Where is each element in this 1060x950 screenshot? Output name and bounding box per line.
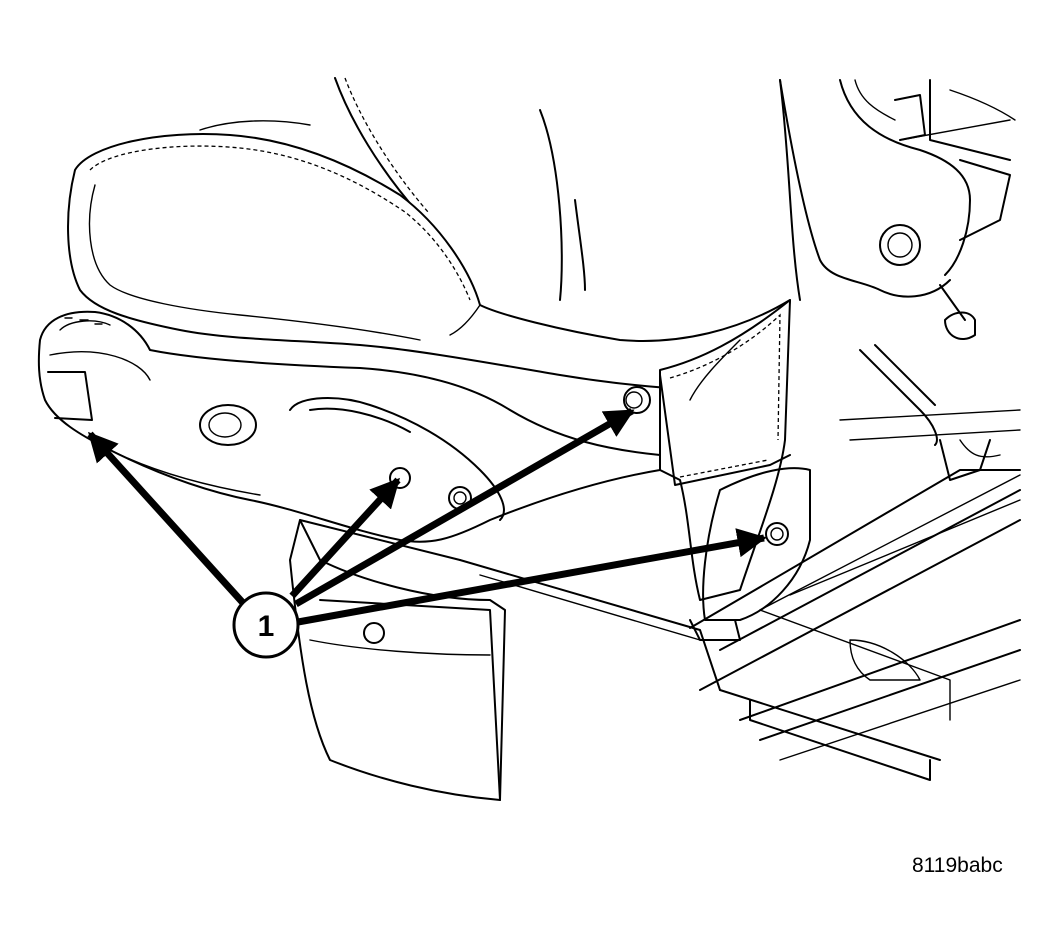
seat-track-rails xyxy=(689,409,1021,781)
arrow-to-front-trim-screw xyxy=(87,431,247,607)
seat-riser xyxy=(289,519,721,801)
callout-arrows xyxy=(87,407,767,626)
callout-number: 1 xyxy=(258,610,275,643)
arrow-to-cushion-screw xyxy=(289,477,401,599)
arrow-to-rear-trim-screw xyxy=(294,407,635,608)
seat-cushion xyxy=(67,120,791,391)
arrow-to-pivot-cover-screw xyxy=(297,528,767,626)
figure-id-label: 8119babc xyxy=(912,854,1003,877)
callout-1: 1 xyxy=(232,591,300,659)
recliner-pivot-cover xyxy=(623,299,811,621)
